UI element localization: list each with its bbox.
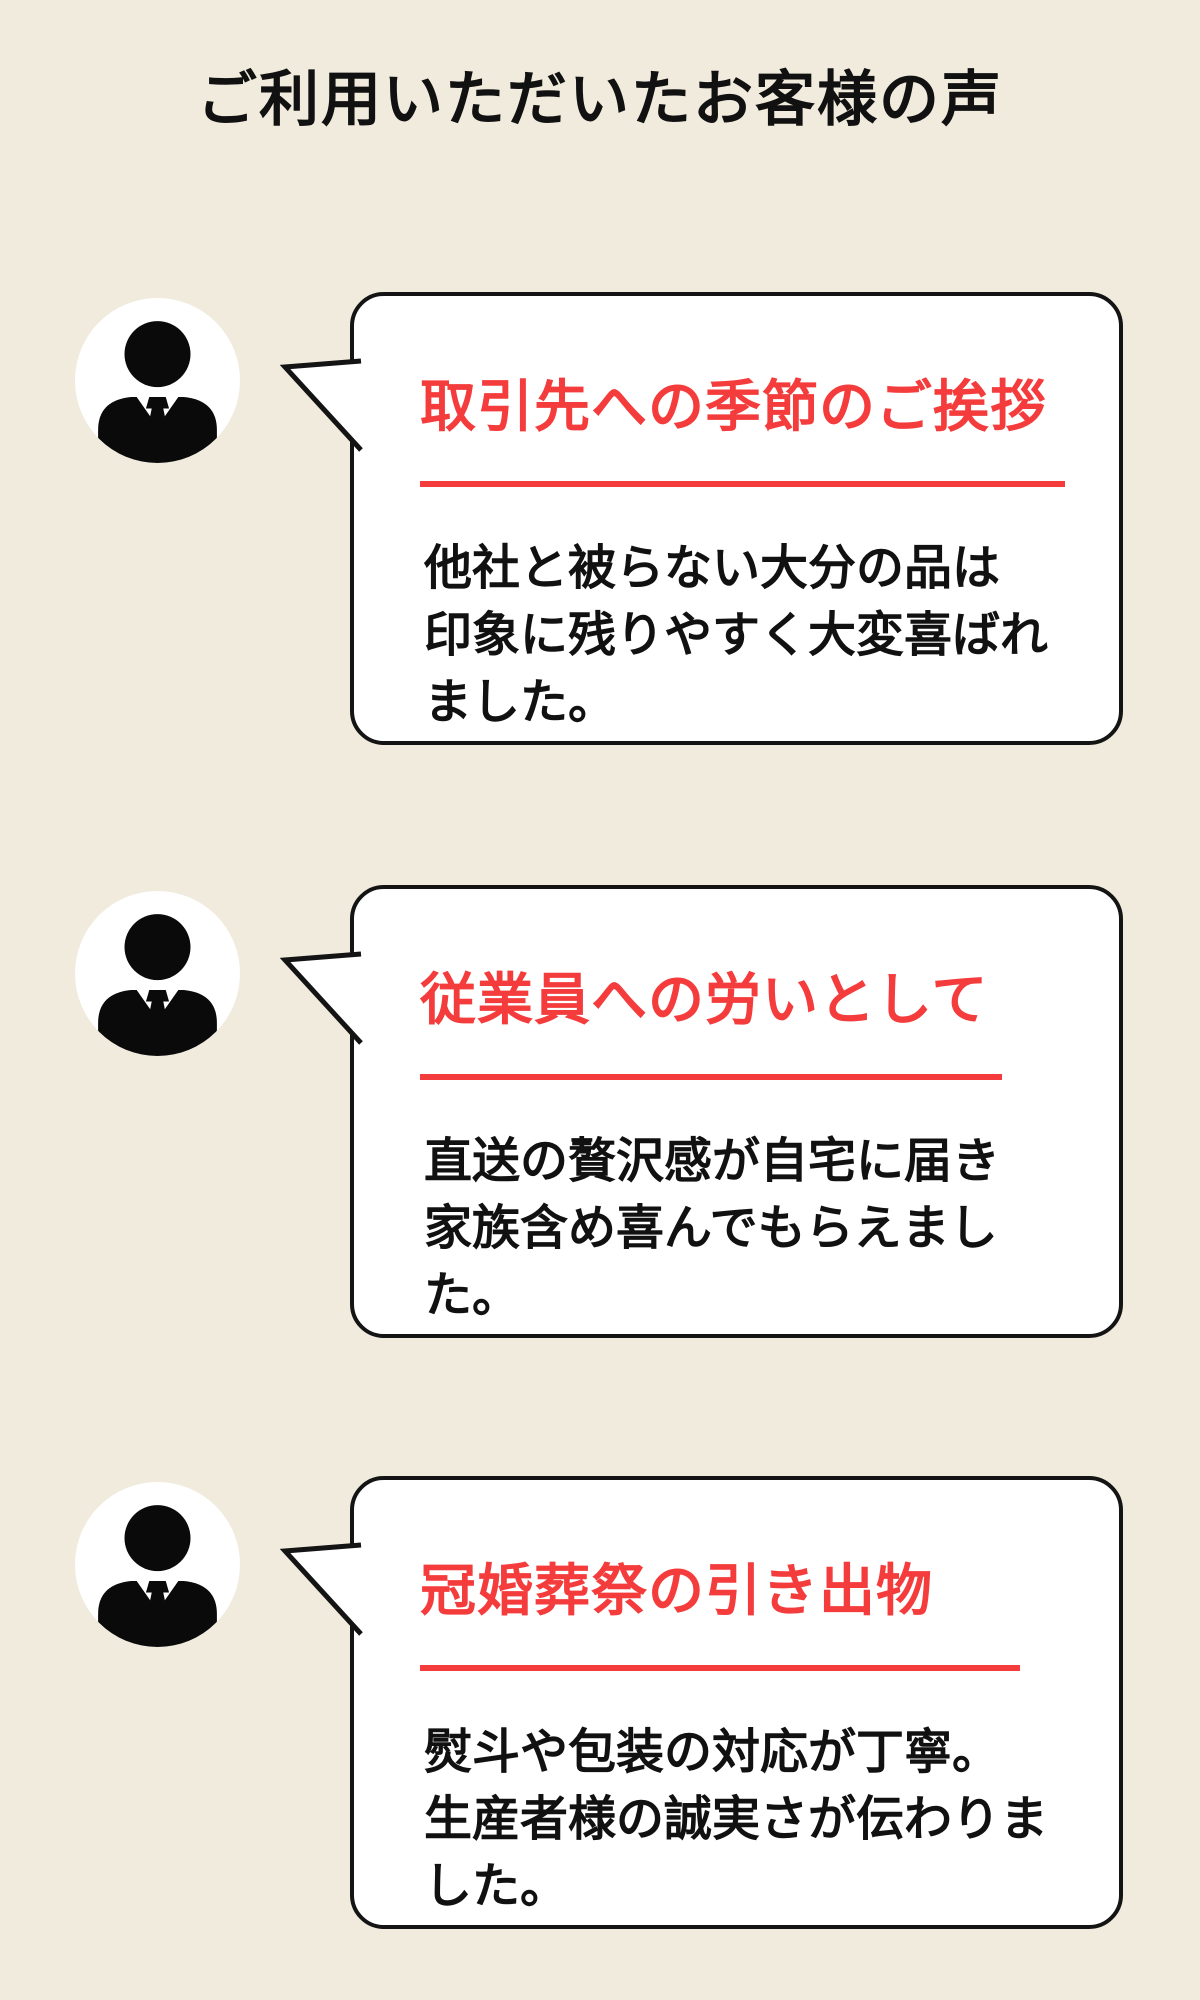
testimonial-body: 他社と被らない大分の品は 印象に残りやすく大変喜ばれました。 — [424, 542, 1049, 729]
speech-bubble-tail — [279, 358, 363, 452]
heading-underline-rule — [420, 481, 1065, 487]
businessman-avatar-icon — [98, 914, 217, 1056]
testimonial-body: 直送の贅沢感が自宅に届き 家族含め喜んでもらえました。 — [424, 1135, 1001, 1322]
testimonial-row: 取引先への季節のご挨拶 他社と被らない大分の品は 印象に残りやすく大変喜ばれまし… — [75, 292, 1200, 745]
section-title: ご利用いただいたお客様の声 — [197, 66, 1003, 133]
heading-underline-rule — [420, 1665, 1020, 1671]
testimonial-row: 従業員への労いとして 直送の贅沢感が自宅に届き 家族含め喜んでもらえました。 — [75, 885, 1200, 1338]
heading-underline-rule — [420, 1074, 1002, 1080]
avatar — [75, 298, 240, 463]
avatar — [75, 891, 240, 1056]
speech-bubble: 従業員への労いとして 直送の贅沢感が自宅に届き 家族含め喜んでもらえました。 — [279, 885, 1123, 1338]
testimonial-body: 熨斗や包装の対応が丁寧。 生産者様の誠実さが伝わりました。 — [424, 1726, 1049, 1913]
businessman-avatar-icon — [98, 1505, 217, 1647]
testimonial-heading: 従業員への労いとして — [420, 970, 989, 1032]
speech-bubble: 冠婚葬祭の引き出物 熨斗や包装の対応が丁寧。 生産者様の誠実さが伝わりました。 — [279, 1476, 1123, 1929]
businessman-avatar-icon — [98, 321, 217, 463]
speech-bubble-tail — [279, 1542, 363, 1636]
avatar — [75, 1482, 240, 1647]
speech-bubble-tail — [279, 951, 363, 1045]
speech-bubble: 取引先への季節のご挨拶 他社と被らない大分の品は 印象に残りやすく大変喜ばれまし… — [279, 292, 1123, 745]
testimonial-row: 冠婚葬祭の引き出物 熨斗や包装の対応が丁寧。 生産者様の誠実さが伝わりました。 — [75, 1476, 1200, 1929]
testimonial-heading: 取引先への季節のご挨拶 — [420, 377, 1047, 439]
testimonial-heading: 冠婚葬祭の引き出物 — [420, 1561, 933, 1623]
